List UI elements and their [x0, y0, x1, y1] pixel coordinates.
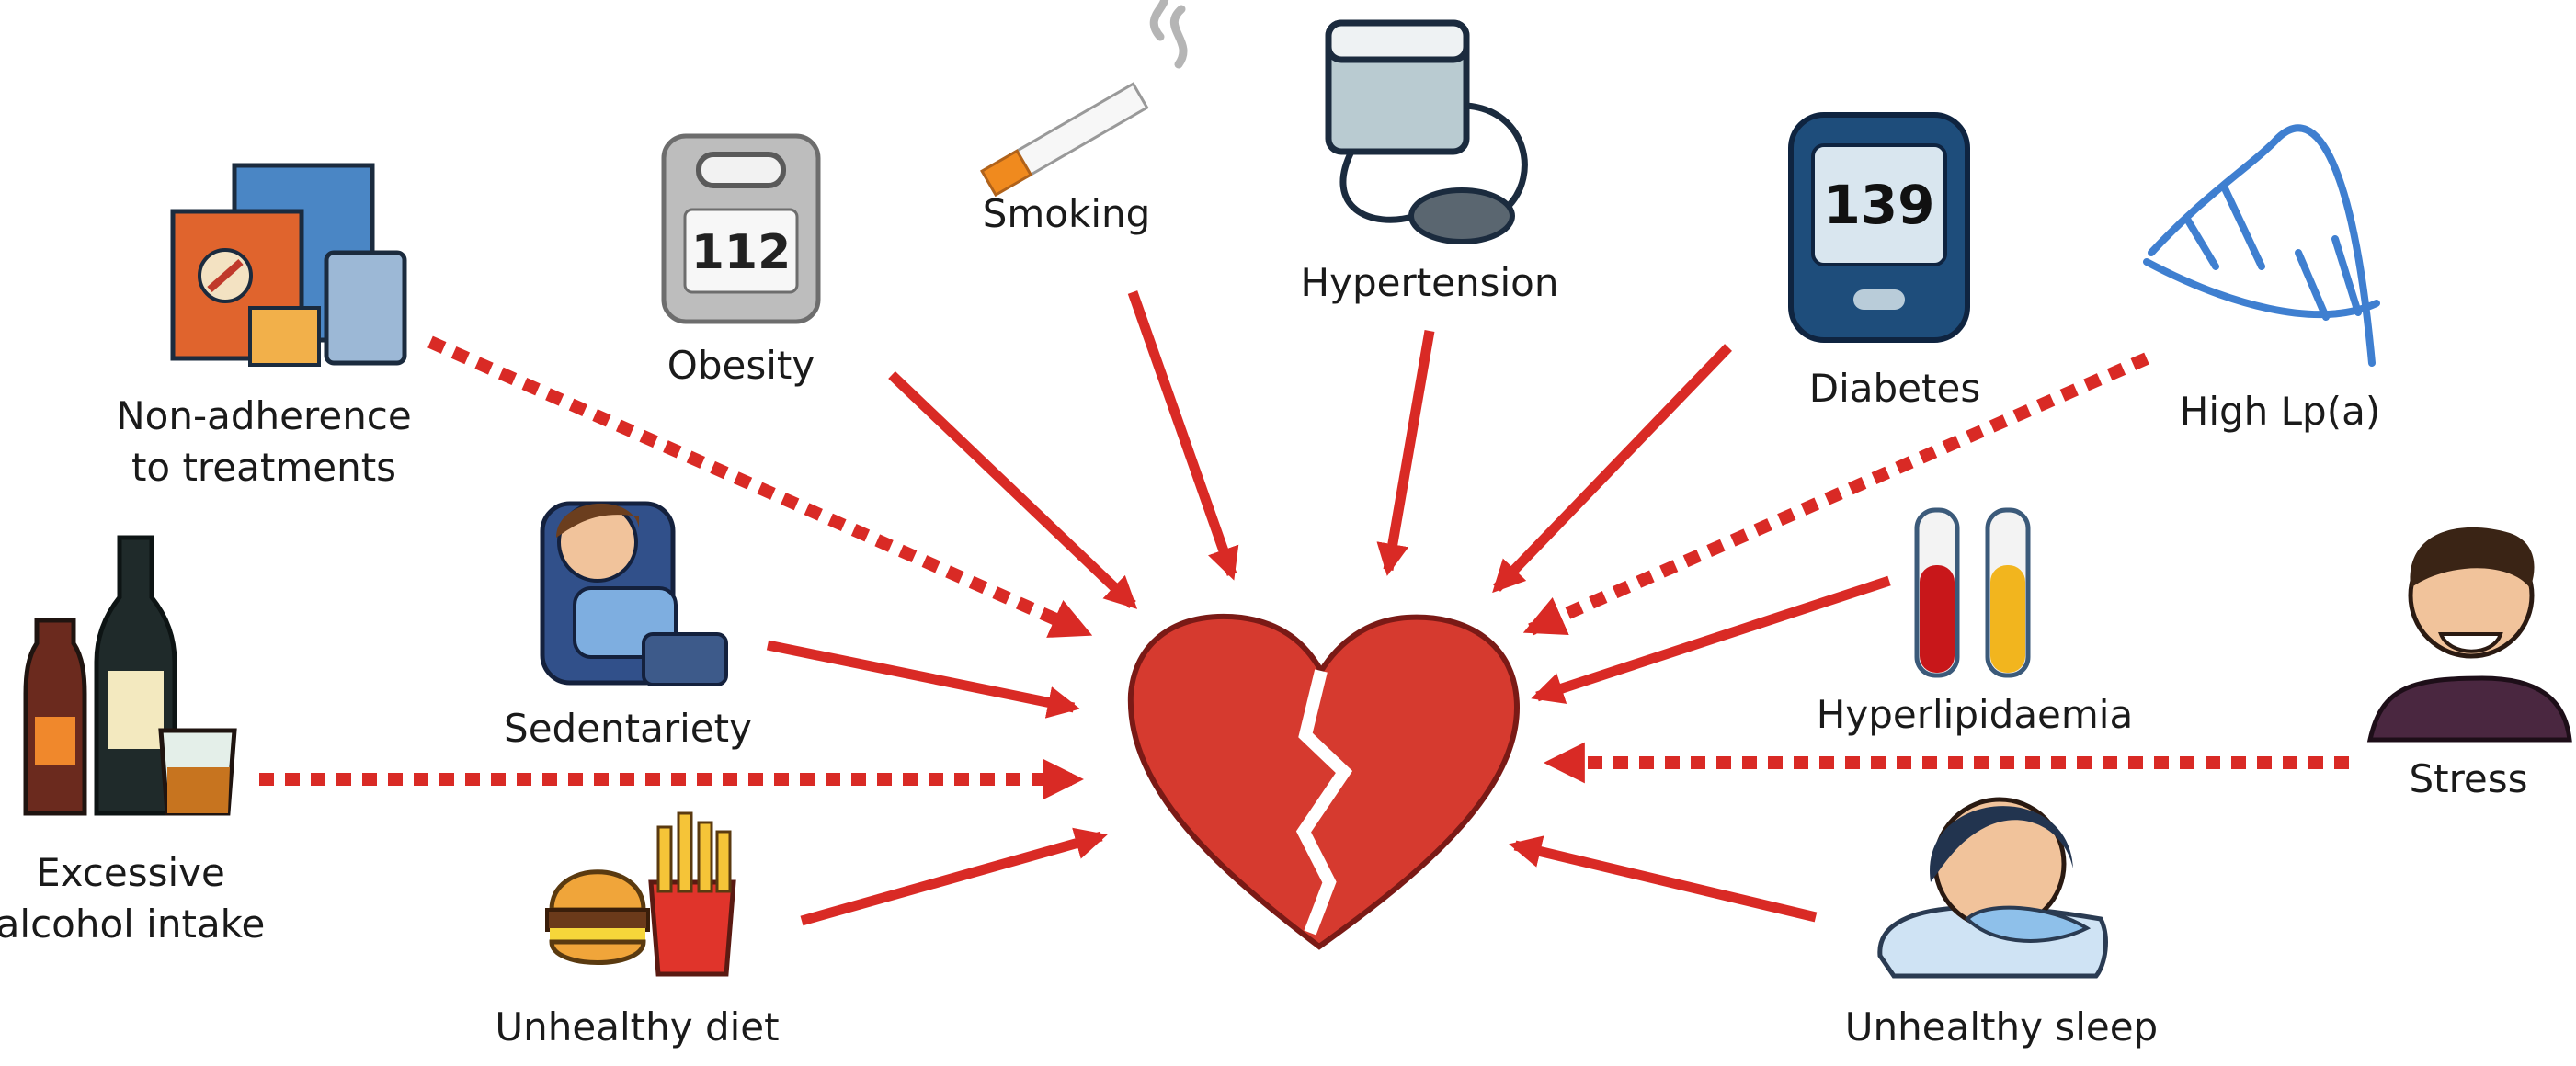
label-stress: Stress — [2409, 754, 2527, 805]
glucometer-icon: 139 — [1788, 112, 1970, 343]
scale-readout: 112 — [691, 225, 792, 280]
glucometer-readout: 139 — [1823, 174, 1934, 236]
weighing-scale-icon: 112 — [661, 133, 821, 324]
person-in-armchair-icon — [540, 501, 728, 686]
medicine-boxes-icon — [170, 163, 407, 367]
arrow-hypertension — [1376, 330, 1435, 576]
label-hypertension: Hypertension — [1301, 257, 1559, 309]
arrow-obesity — [888, 371, 1138, 609]
label-line: Sedentariety — [504, 706, 752, 751]
label-line: Excessive — [36, 850, 225, 895]
arrow-high-lpa — [1522, 352, 2149, 636]
label-unhealthy-sleep: Unhealthy sleep — [1845, 1002, 2158, 1053]
label-line: Non-adherence — [116, 393, 412, 438]
blood-pressure-monitor-icon — [1325, 19, 1528, 244]
label-line: Unhealthy diet — [495, 1004, 780, 1049]
label-line: High Lp(a) — [2179, 389, 2381, 434]
dna-icon — [2143, 124, 2380, 367]
label-line: Stress — [2409, 756, 2528, 801]
label-excessive-alcohol: Excessive alcohol intake — [0, 847, 265, 950]
label-line: to treatments — [131, 445, 397, 490]
sleeping-person-icon — [1877, 797, 2108, 979]
label-line: alcohol intake — [0, 902, 266, 947]
cigarette-icon — [980, 0, 1188, 198]
blood-test-tubes-icon — [1914, 507, 2031, 678]
arrow-hyperlipidaemia — [1531, 575, 1891, 704]
arrows-group — [259, 290, 2349, 926]
label-line: Smoking — [982, 191, 1151, 236]
arrow-smoking — [1127, 290, 1239, 581]
alcohol-bottles-icon — [23, 535, 237, 816]
stressed-man-icon — [2366, 527, 2572, 743]
fast-food-icon — [545, 811, 736, 977]
broken-heart-icon — [1127, 613, 1521, 950]
label-line: Hypertension — [1300, 260, 1559, 305]
arrow-unhealthy-sleep — [1509, 835, 1818, 923]
label-sedentariety: Sedentariety — [504, 703, 752, 754]
label-high-lpa: High Lp(a) — [2180, 386, 2380, 437]
label-unhealthy-diet: Unhealthy diet — [495, 1002, 779, 1053]
arrow-sedentariety — [766, 640, 1080, 719]
label-non-adherence: Non-adherence to treatments — [116, 391, 411, 493]
label-diabetes: Diabetes — [1809, 363, 1980, 414]
label-line: Obesity — [667, 343, 815, 388]
label-hyperlipidaemia: Hyperlipidaemia — [1817, 689, 2133, 741]
label-line: Unhealthy sleep — [1844, 1004, 2159, 1049]
label-line: Hyperlipidaemia — [1816, 692, 2134, 737]
arrow-unhealthy-diet — [800, 827, 1108, 926]
label-line: Diabetes — [1808, 366, 1981, 411]
label-smoking: Smoking — [983, 188, 1151, 240]
arrow-diabetes — [1492, 344, 1732, 594]
arrow-non-adherence — [427, 335, 1093, 639]
label-obesity: Obesity — [667, 340, 815, 391]
